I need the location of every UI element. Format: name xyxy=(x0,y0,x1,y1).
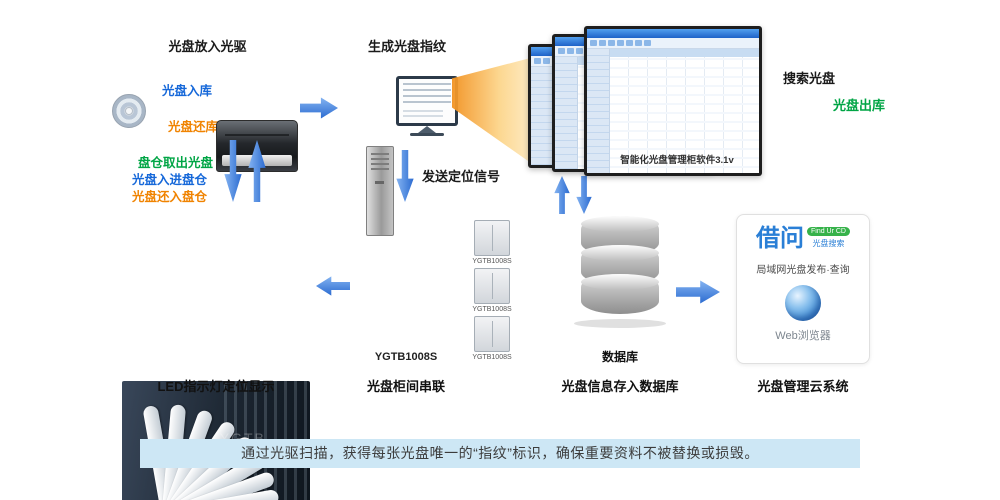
cloud-system-card: 借问 Find Ur CD 光盘搜索 局域网光盘发布·查询 Web浏览器 xyxy=(736,214,870,364)
disc-out-label: 光盘出库 xyxy=(833,98,886,113)
computer-monitor-stand xyxy=(418,126,436,133)
cabinet-take-out-label: 盘仓取出光盘 xyxy=(138,156,214,170)
mini-cabinet-image xyxy=(474,316,510,352)
mini-cabinet-model: YGTB1008S xyxy=(472,306,512,313)
software-title: 智能化光盘管理柜软件3.1v xyxy=(620,155,734,166)
cabinet-put-in-label: 光盘入进盘仓 xyxy=(132,173,208,187)
mini-cabinet-2: YGTB1008S xyxy=(466,268,518,313)
computer-screen xyxy=(399,79,455,123)
cloud-caption: 光盘管理云系统 xyxy=(757,379,849,394)
arrow-database-to-cloud-right xyxy=(676,280,720,304)
computer-tower-image xyxy=(366,146,394,236)
mini-cabinet-image xyxy=(474,268,510,304)
led-caption: LED指示灯定位显示 xyxy=(157,379,275,394)
computer-monitor-image xyxy=(396,76,458,126)
monitor-screen xyxy=(587,29,759,173)
mini-cabinet-model: YGTB1008S xyxy=(472,258,512,265)
projection-beam xyxy=(452,56,538,168)
disc-return-label: 光盘还库 xyxy=(168,120,219,134)
window-sidebar xyxy=(555,57,578,169)
arrow-database-to-software-up xyxy=(554,176,570,214)
arrow-send-signal-down xyxy=(396,150,414,202)
globe-icon xyxy=(785,285,821,321)
database-label: 数据库 xyxy=(601,350,638,364)
fingerprint-section-title: 生成光盘指纹 xyxy=(367,39,446,54)
mini-cabinet-image xyxy=(474,220,510,256)
database-icon xyxy=(566,216,674,328)
summary-banner: 通过光驱扫描，获得每张光盘唯一的“指纹”标识，确保重要资料不被替换或损毁。 xyxy=(140,439,860,468)
window-table xyxy=(610,49,759,173)
disc-in-label: 光盘入库 xyxy=(162,84,213,98)
computer-monitor-base xyxy=(410,133,444,136)
drive-section-title: 光盘放入光驱 xyxy=(168,39,247,54)
window-sidebar xyxy=(587,49,610,173)
window-toolbar xyxy=(587,38,759,49)
cabinet-model-label: YGTB1008S xyxy=(374,351,438,363)
web-browser-label: Web浏览器 xyxy=(775,330,831,342)
send-signal-label: 发送定位信号 xyxy=(422,169,501,184)
cloud-logo-side: Find Ur CD 光盘搜索 xyxy=(806,227,850,249)
window-titlebar xyxy=(587,29,759,38)
window-sidebar xyxy=(531,67,554,165)
cloud-description: 局域网光盘发布·查询 xyxy=(756,265,850,276)
software-monitor-front xyxy=(584,26,762,176)
arrow-cabinet-to-led-left xyxy=(316,276,350,296)
database-caption: 光盘信息存入数据库 xyxy=(561,379,679,394)
cloud-logo: 借问 xyxy=(755,225,804,252)
cd-disc-icon xyxy=(112,94,146,128)
search-disc-label: 搜索光盘 xyxy=(783,71,836,86)
mini-cabinet-1: YGTB1008S xyxy=(466,220,518,265)
database-shadow xyxy=(574,319,666,328)
arrow-drive-to-computer xyxy=(300,97,338,119)
mini-cabinet-3: YGTB1008S xyxy=(466,316,518,361)
arrow-software-to-database-down xyxy=(576,176,592,214)
mini-cabinet-model: YGTB1008S xyxy=(472,354,512,361)
cabinet-caption: 光盘柜间串联 xyxy=(366,379,445,394)
find-ur-cd-badge: Find Ur CD xyxy=(806,227,850,236)
cloud-logo-row: 借问 Find Ur CD 光盘搜索 xyxy=(756,227,850,251)
cloud-logo-subtitle: 光盘搜索 xyxy=(812,239,845,248)
database-cylinder xyxy=(581,274,659,314)
cabinet-return-label: 光盘还入盘仓 xyxy=(132,190,208,204)
